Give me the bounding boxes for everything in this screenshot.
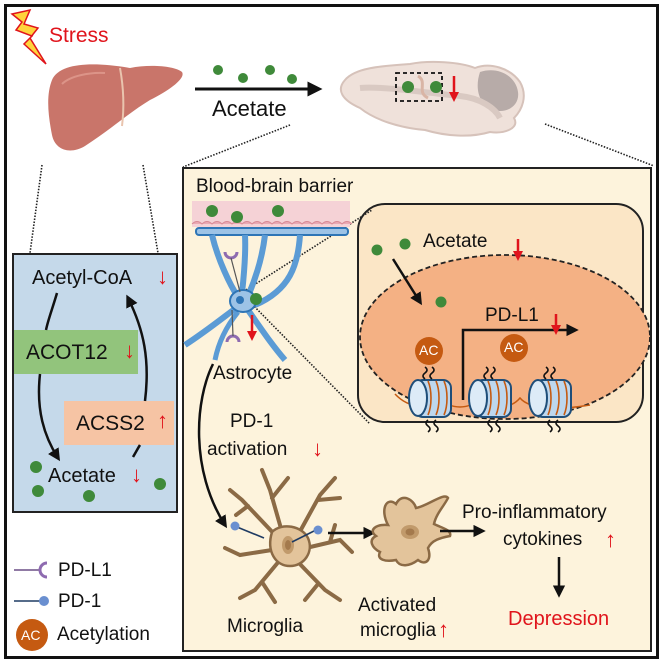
legend-graphics	[14, 561, 49, 651]
ac-badge-2	[500, 334, 528, 362]
astrocyte-to-microglia-arrow	[197, 363, 228, 529]
astrocyte-acetate-dot	[250, 293, 262, 305]
pd-l1-gene-label: PD-L1	[485, 305, 539, 326]
microglia-resting-body	[269, 525, 311, 568]
activated-microglia-up-arrow: ↑	[438, 617, 449, 642]
ac-badge-1	[415, 337, 443, 365]
cytokines-label-line1: Pro-inflammatory	[462, 502, 607, 523]
pd1-activation-label-line2: activation	[207, 439, 288, 460]
astrocyte-cell	[183, 227, 349, 362]
activated-microglia-label-line1: Activated	[358, 595, 437, 616]
nucleosome-3	[528, 366, 572, 433]
acetate-transport	[195, 65, 323, 97]
depression-label: Depression	[508, 608, 610, 630]
legend-acetylation-label: Acetylation	[57, 624, 150, 645]
brain-illustration	[340, 60, 525, 137]
liver-acetate-label: Acetate	[48, 465, 116, 487]
ac-badge-label-2: AC	[504, 339, 524, 355]
acetate-entry-arrow	[391, 258, 422, 306]
legend-pd-1-label: PD-1	[58, 591, 102, 612]
acot12-label: ACOT12	[26, 341, 108, 364]
nucleosome-2	[468, 366, 512, 433]
pd-l1-down-arrow	[551, 314, 561, 335]
activated-microglia-label-line2: microglia	[360, 620, 437, 641]
ac-badge-label-1: AC	[419, 342, 439, 358]
acetyl-coa-label: Acetyl-CoA	[32, 267, 133, 289]
stress-label: Stress	[49, 24, 109, 47]
acetyl-coa-down-arrow: ↓	[157, 264, 168, 289]
microglia-activated	[370, 495, 452, 567]
liver-illustration	[48, 64, 183, 151]
legend-acetylation-badge-label: AC	[21, 627, 41, 643]
cytokines-label-line2: cytokines	[503, 529, 583, 550]
astrocyte-down-arrow	[247, 315, 257, 341]
bbb-label: Blood-brain barrier	[196, 176, 354, 197]
acetate-transport-label: Acetate	[212, 96, 287, 121]
liver-panel-acetate-dots	[30, 461, 166, 502]
microglia-pd-1	[230, 521, 323, 543]
blood-brain-barrier	[191, 201, 353, 227]
cytokines-up-arrow: ↑	[605, 527, 616, 552]
legend-pd-l1-label: PD-L1	[58, 560, 112, 581]
liver-acetate-down-arrow: ↓	[131, 462, 142, 487]
pd-l1-transcription-arrow	[461, 323, 579, 400]
astrocyte-pd-l1	[223, 251, 241, 343]
acss2-up-arrow: ↑	[157, 408, 168, 433]
pd1-activation-down-arrow: ↓	[312, 436, 323, 461]
nucleus-acetate-dots	[371, 238, 447, 308]
nucleus-acetate-label: Acetate	[423, 231, 488, 252]
acss2-label: ACSS2	[76, 412, 145, 435]
nucleosomes	[394, 334, 591, 433]
nucleosome-1	[408, 366, 452, 433]
acot12-down-arrow: ↓	[124, 338, 135, 363]
lightning-bolt-icon	[10, 8, 47, 65]
nucleus	[359, 254, 651, 420]
pd1-activation-label-line1: PD-1	[230, 411, 274, 432]
acot12-box	[14, 330, 138, 374]
acetate-down-arrow	[513, 239, 523, 261]
microglia-label: Microglia	[227, 616, 304, 637]
metabolic-cycle-arrows	[37, 292, 148, 462]
acss2-box	[64, 401, 174, 445]
astrocyte-label: Astrocyte	[213, 363, 293, 384]
